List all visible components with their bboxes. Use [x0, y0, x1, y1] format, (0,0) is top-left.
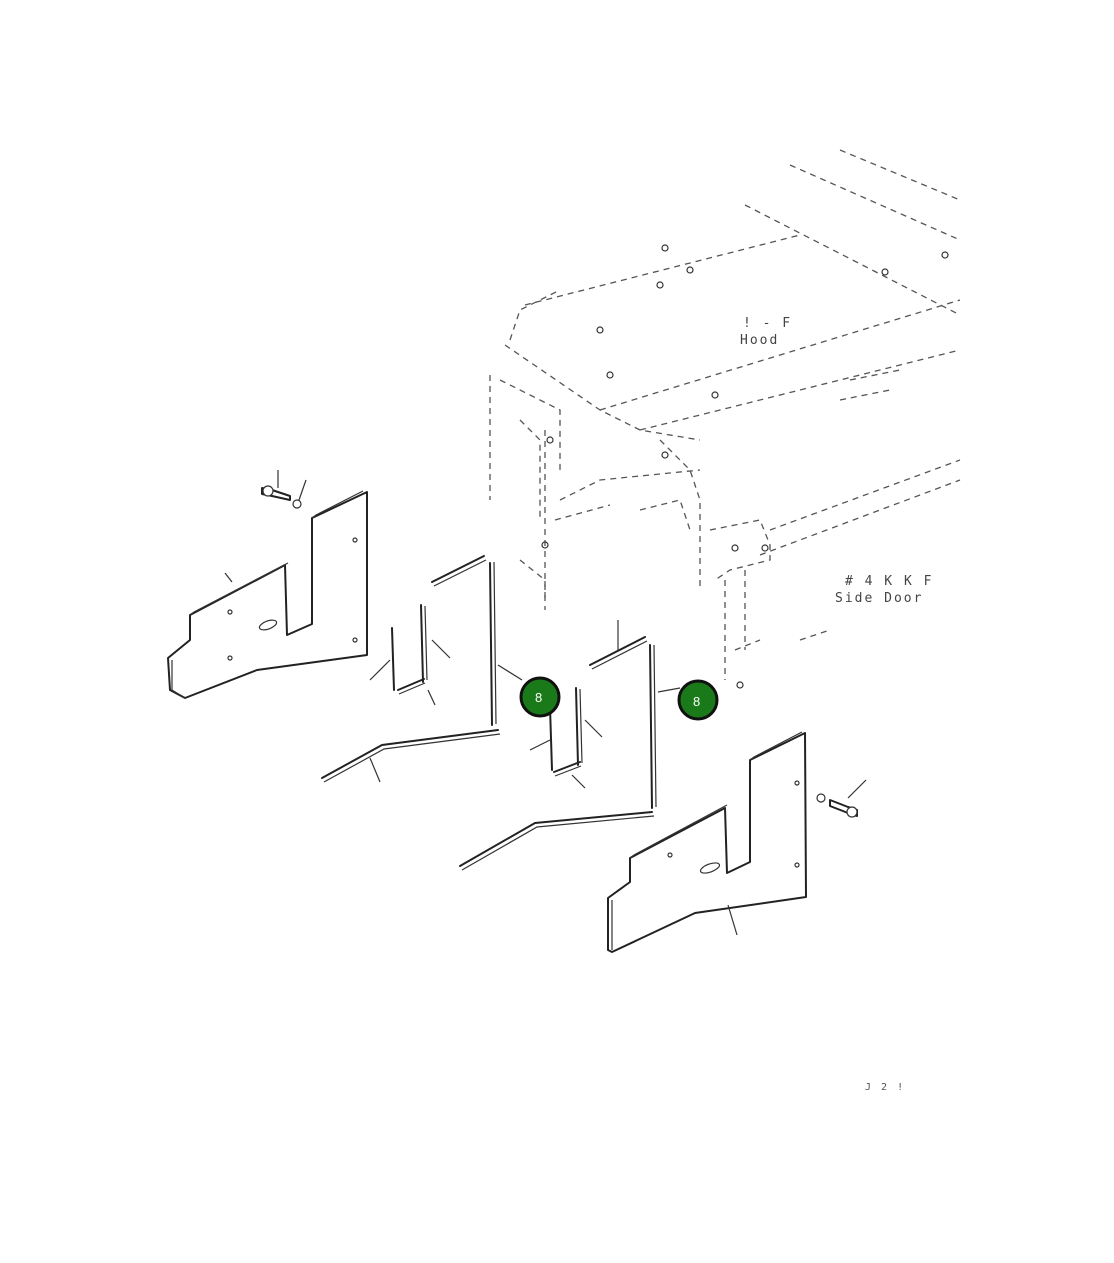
side-door-label-line1: # 4 K K F — [845, 574, 933, 589]
right-washer — [816, 793, 826, 803]
side-door-label-line2: Side Door — [835, 591, 923, 606]
left-seal-strips — [321, 555, 523, 783]
left-washer — [292, 479, 307, 509]
hood-label-line1: ! - F — [743, 316, 792, 331]
left-bolt — [261, 470, 291, 501]
right-bolt — [829, 779, 867, 818]
callout-right[interactable]: 8 — [677, 679, 719, 721]
drawing-reference: J 2 ! — [865, 1082, 905, 1093]
callout-left[interactable]: 8 — [519, 676, 561, 718]
callout-right-number: 8 — [693, 694, 700, 709]
left-cover-plate — [167, 490, 368, 699]
machine-ghost-outline — [489, 149, 961, 689]
right-cover-plate — [607, 731, 807, 953]
side-door-label: # 4 K K F Side Door — [835, 574, 933, 606]
hood-label-line2: Hood — [740, 333, 779, 348]
callout-left-number: 8 — [535, 690, 542, 705]
hood-label: ! - F Hood — [740, 316, 792, 348]
right-seal-strips — [459, 620, 681, 871]
